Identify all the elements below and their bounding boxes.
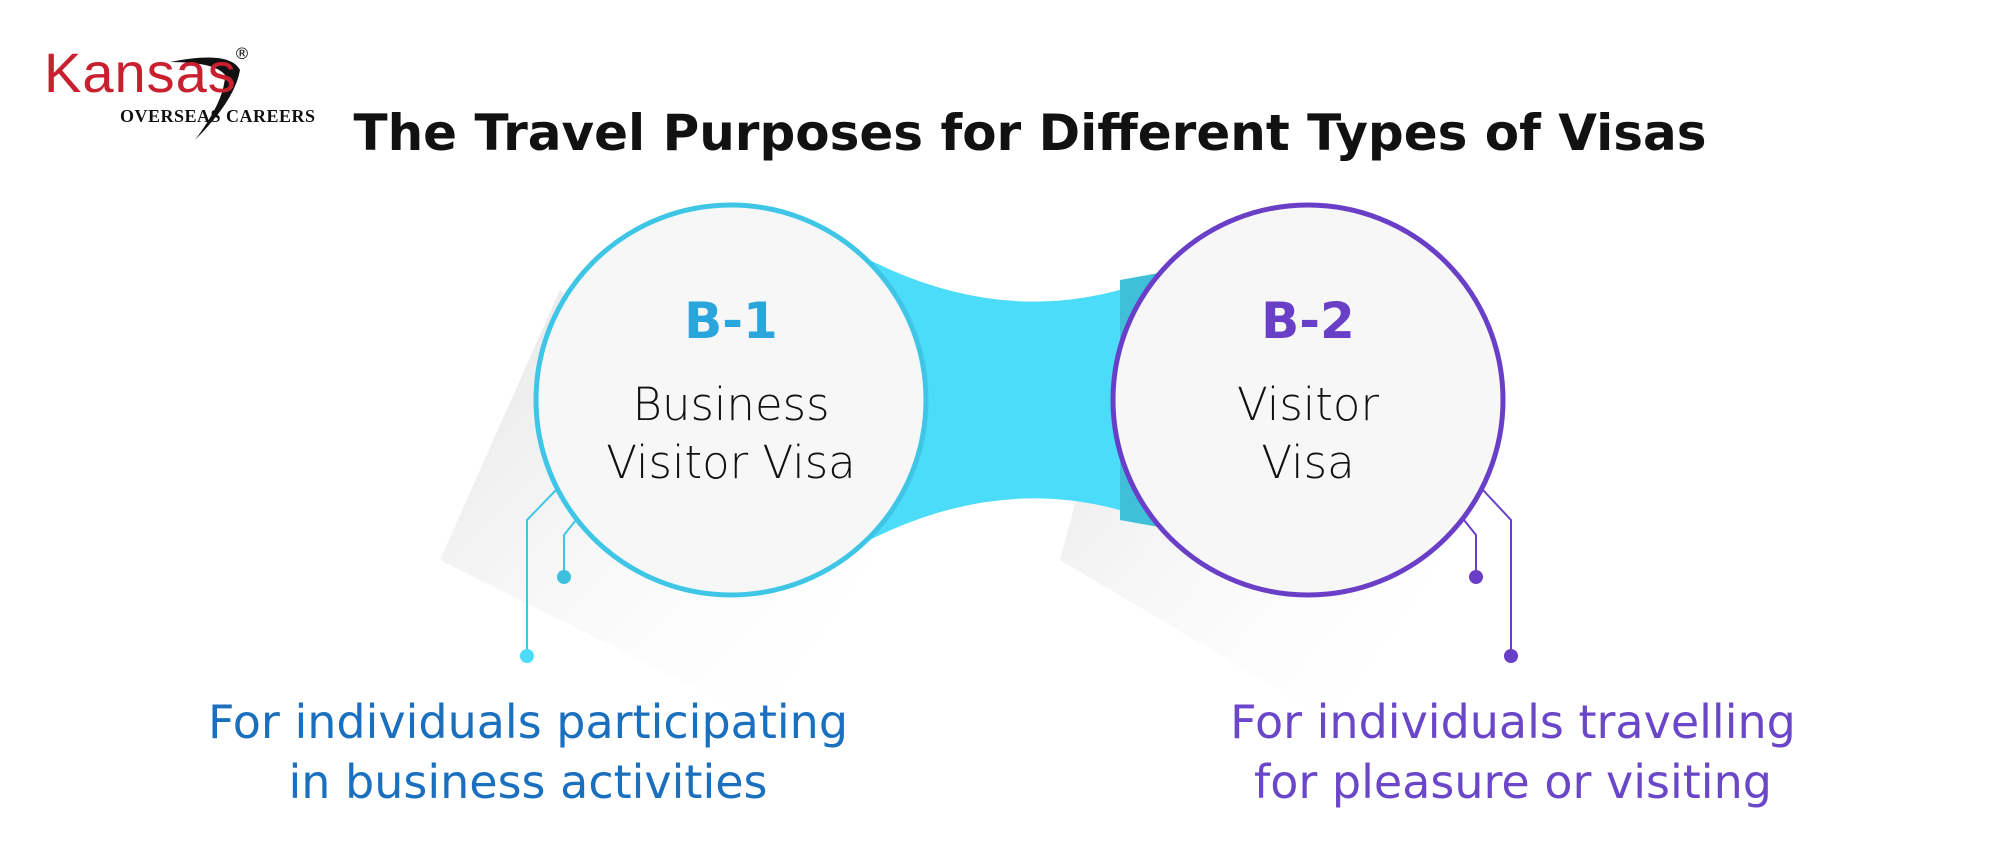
b2-dot xyxy=(1504,649,1518,663)
b1-description-line2: in business activities xyxy=(288,755,768,809)
b1-circle xyxy=(533,202,929,598)
b2-name-line1: Visitor xyxy=(1237,378,1379,431)
b2-code: B-2 xyxy=(1261,292,1355,350)
b2-description-line2: for pleasure or visiting xyxy=(1254,755,1772,809)
connector-shape xyxy=(860,255,1175,545)
b1-name-line2: Visitor Visa xyxy=(606,436,856,489)
logo-swoosh xyxy=(170,57,240,140)
b1-leader-lines xyxy=(526,489,577,656)
logo-tagline: Overseas Careers xyxy=(120,106,316,126)
page-title: The Travel Purposes for Different Types … xyxy=(353,104,1707,162)
logo-brand: Kansas xyxy=(44,41,237,104)
b2-dot xyxy=(1469,570,1483,584)
b1-description-line1: For individuals participating xyxy=(207,695,849,749)
b1-dot xyxy=(520,649,534,663)
b1-dot xyxy=(557,570,571,584)
b2-name-line2: Visa xyxy=(1261,436,1355,489)
b2-description-line1: For individuals travelling xyxy=(1230,695,1796,749)
logo-registered: ® xyxy=(234,44,250,63)
b1-code: B-1 xyxy=(684,292,778,350)
b2-circle xyxy=(1110,202,1506,598)
b1-name-line1: Business xyxy=(632,378,830,431)
b2-leader-lines xyxy=(1463,489,1512,656)
